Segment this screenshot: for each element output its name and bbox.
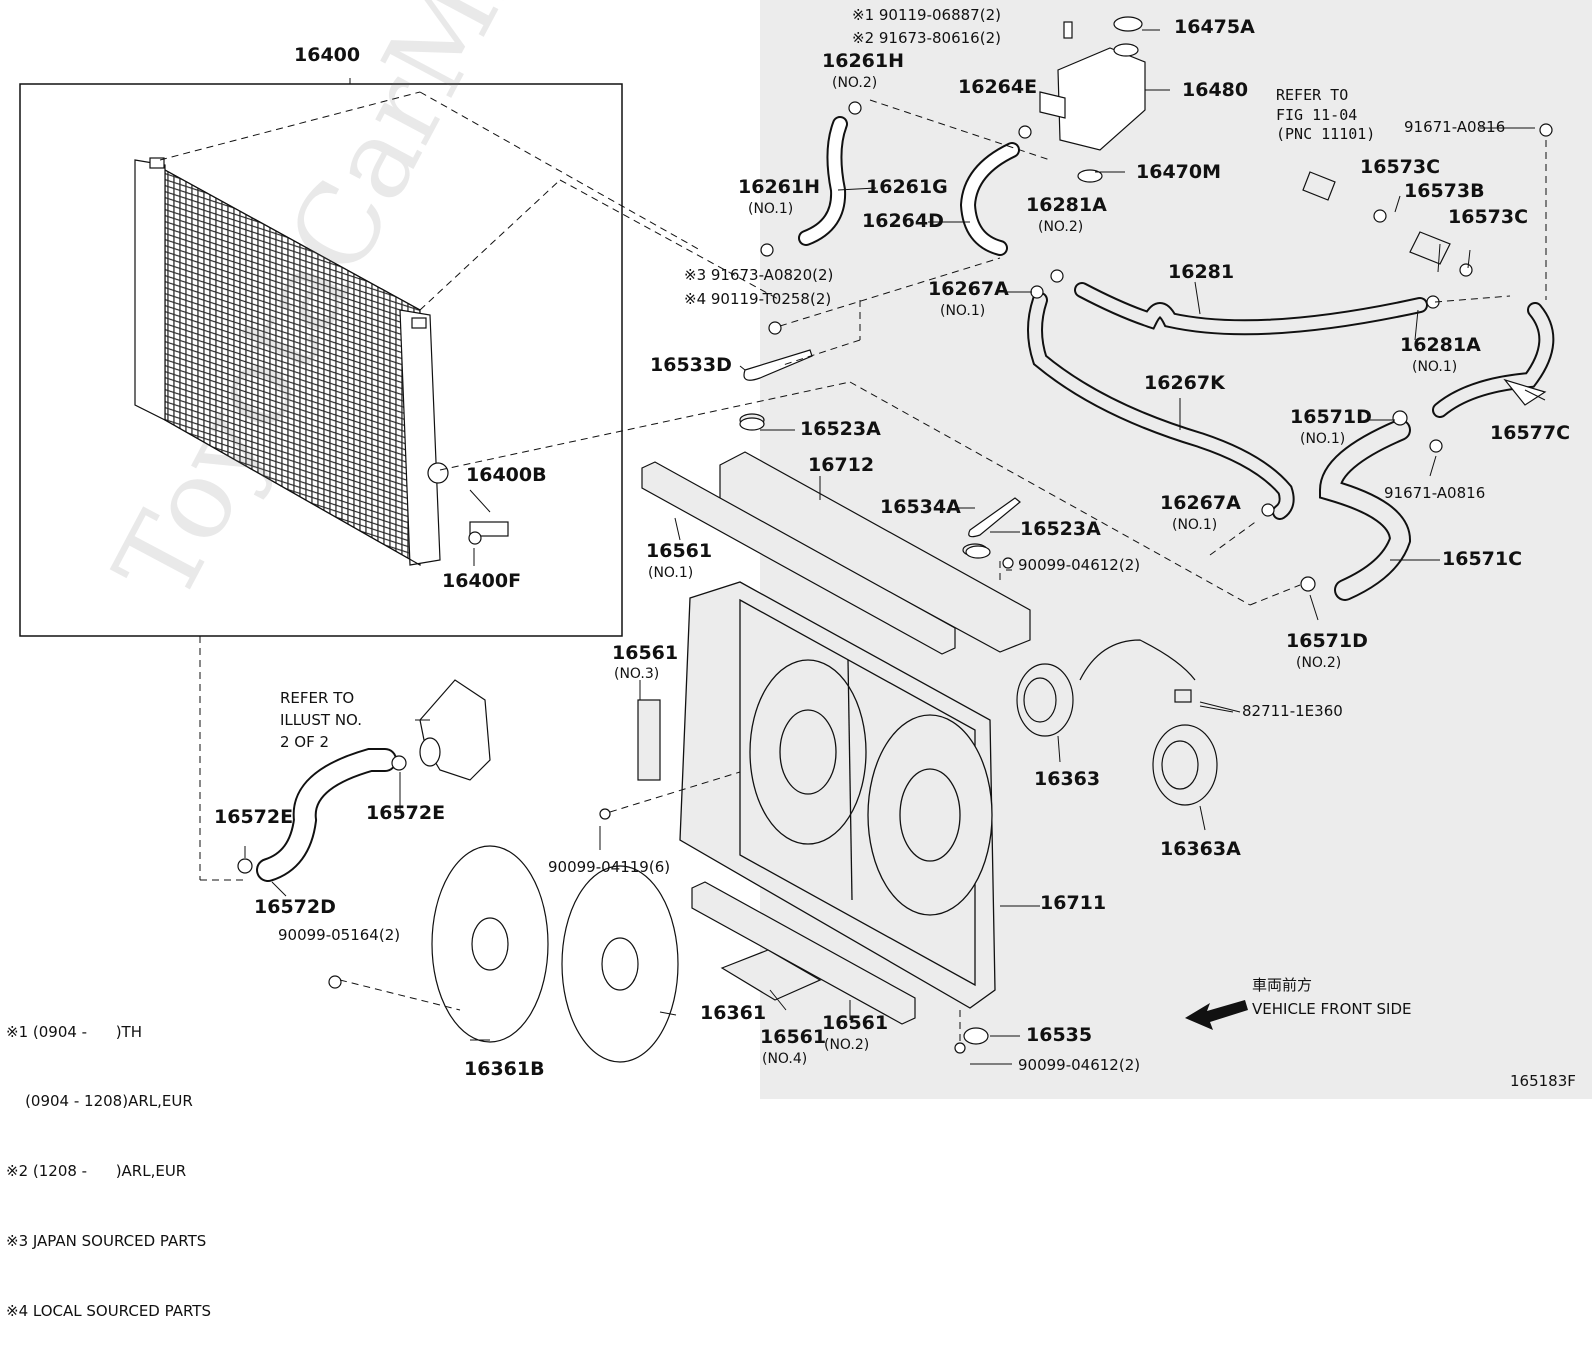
- part-90099-04119: 90099-04119(6): [548, 858, 671, 876]
- fan-motors: [1016, 639, 1218, 806]
- label-16571D-no1-sub: (NO.1): [1300, 431, 1346, 447]
- label-16561-no1-sub: (NO.1): [648, 565, 694, 581]
- footnote-4: ※4 LOCAL SOURCED PARTS: [6, 1301, 211, 1320]
- part-90099-05164: 90099-05164(2): [278, 926, 401, 944]
- part-91671-A0816-top: 91671-A0816: [1404, 118, 1506, 136]
- label-16561-no2: 16561: [822, 1012, 889, 1034]
- hoses: [256, 116, 1555, 882]
- part-91673-A0820: ※3 91673-A0820(2): [684, 266, 834, 284]
- label-16561-no4: 16561: [760, 1026, 827, 1048]
- label-16400B: 16400B: [466, 464, 547, 486]
- label-16561-no4-sub: (NO.4): [762, 1051, 808, 1067]
- label-16561-no3-sub: (NO.3): [614, 666, 660, 682]
- label-16561-no3: 16561: [612, 642, 679, 664]
- label-16572E-right: 16572E: [366, 802, 446, 824]
- parts-diagram: ToyotaCarMine.ru 16400 16400B 16400F 162…: [6, 0, 1592, 1320]
- vehicle-front-en: VEHICLE FRONT SIDE: [1252, 1000, 1412, 1018]
- label-16281: 16281: [1168, 261, 1235, 283]
- label-16561-no1: 16561: [646, 540, 713, 562]
- label-16400: 16400: [294, 44, 361, 66]
- label-16470M: 16470M: [1136, 161, 1222, 183]
- label-16712: 16712: [808, 454, 875, 476]
- label-16711: 16711: [1040, 892, 1107, 914]
- label-16572E-left: 16572E: [214, 806, 294, 828]
- label-16573C-right: 16573C: [1448, 206, 1529, 228]
- label-16480: 16480: [1182, 79, 1249, 101]
- part-91673-80616: ※2 91673-80616(2): [852, 29, 1001, 47]
- label-16363A: 16363A: [1160, 838, 1241, 860]
- water-outlet-icon: [419, 679, 491, 781]
- label-16261H-no2-sub: (NO.2): [832, 75, 878, 91]
- label-16571D-no1: 16571D: [1290, 406, 1372, 428]
- label-16281A-no2-sub: (NO.2): [1038, 219, 1084, 235]
- label-16261H-no1: 16261H: [738, 176, 821, 198]
- label-16267A-no1: 16267A: [928, 278, 1009, 300]
- label-16573B: 16573B: [1404, 180, 1485, 202]
- label-16571C: 16571C: [1442, 548, 1523, 570]
- refer-illust-note: REFER TO ILLUST NO. 2 OF 2: [280, 689, 363, 751]
- label-16572D: 16572D: [254, 896, 336, 918]
- footnote-1b: (0904 - 1208)ARL,EUR: [6, 1092, 193, 1111]
- label-16523A-upper: 16523A: [800, 418, 881, 440]
- fan-blades: [431, 845, 679, 1063]
- footnotes: ※1 (0904 - )TH (0904 - 1208)ARL,EUR ※2 (…: [6, 974, 211, 1346]
- label-16267A-no1-sub: (NO.1): [940, 303, 986, 319]
- part-82711-1E360: 82711-1E360: [1242, 702, 1343, 720]
- footnote-1: ※1 (0904 - )TH: [6, 1022, 142, 1041]
- label-16533D: 16533D: [650, 354, 732, 376]
- label-16264D: 16264D: [862, 210, 944, 232]
- label-16361B: 16361B: [464, 1058, 545, 1080]
- diagram-drawing: [19, 0, 1592, 1099]
- label-16261H-no1-sub: (NO.1): [748, 201, 794, 217]
- part-90099-04612-upper: 90099-04612(2): [1018, 556, 1141, 574]
- part-90119-06887: ※1 90119-06887(2): [852, 6, 1001, 24]
- diagram-id: 165183F: [1510, 1072, 1576, 1090]
- refer-fig-note: REFER TO FIG 11-04 (PNC 11101): [1276, 86, 1376, 143]
- clamps-bolts: [237, 101, 1553, 1054]
- label-16577C: 16577C: [1490, 422, 1571, 444]
- label-16267A-lower: 16267A: [1160, 492, 1241, 514]
- label-16475A: 16475A: [1174, 16, 1255, 38]
- label-16267A-lower-sub: (NO.1): [1172, 517, 1218, 533]
- fan-shroud-icon: [679, 581, 996, 1009]
- radiator-icon: [134, 157, 509, 567]
- label-16523A-lower: 16523A: [1020, 518, 1101, 540]
- label-16281A-no2: 16281A: [1026, 194, 1107, 216]
- seal-strips: [637, 461, 956, 1025]
- label-16261H-no2: 16261H: [822, 50, 905, 72]
- part-90099-04612-lower: 90099-04612(2): [1018, 1056, 1141, 1074]
- part-90119-T0258: ※4 90119-T0258(2): [684, 290, 832, 308]
- label-16400F: 16400F: [442, 570, 522, 592]
- vehicle-front-jp: 車両前方: [1252, 976, 1313, 994]
- label-16264E: 16264E: [958, 76, 1038, 98]
- part-91671-A0816-bottom: 91671-A0816: [1384, 484, 1486, 502]
- label-16535: 16535: [1026, 1024, 1093, 1046]
- label-16561-no2-sub: (NO.2): [824, 1037, 870, 1053]
- reservoir-tank-icon: [1039, 16, 1146, 183]
- solid-leaders: [244, 29, 1546, 1065]
- label-16363: 16363: [1034, 768, 1101, 790]
- label-16361: 16361: [700, 1002, 767, 1024]
- label-16573C-left: 16573C: [1360, 156, 1441, 178]
- label-16261G: 16261G: [866, 176, 948, 198]
- bypass-pipe-icon: [1302, 171, 1451, 265]
- label-16534A: 16534A: [880, 496, 961, 518]
- footnote-3: ※3 JAPAN SOURCED PARTS: [6, 1231, 207, 1250]
- label-16571D-no2: 16571D: [1286, 630, 1368, 652]
- label-16267K: 16267K: [1144, 372, 1225, 394]
- footnote-2: ※2 (1208 - )ARL,EUR: [6, 1162, 187, 1180]
- dashed-leaders: [159, 91, 1547, 1046]
- label-16281A-no1: 16281A: [1400, 334, 1481, 356]
- label-16281A-no1-sub: (NO.1): [1412, 359, 1458, 375]
- vehicle-front-arrow-icon: [1185, 1000, 1248, 1030]
- label-16571D-no2-sub: (NO.2): [1296, 655, 1342, 671]
